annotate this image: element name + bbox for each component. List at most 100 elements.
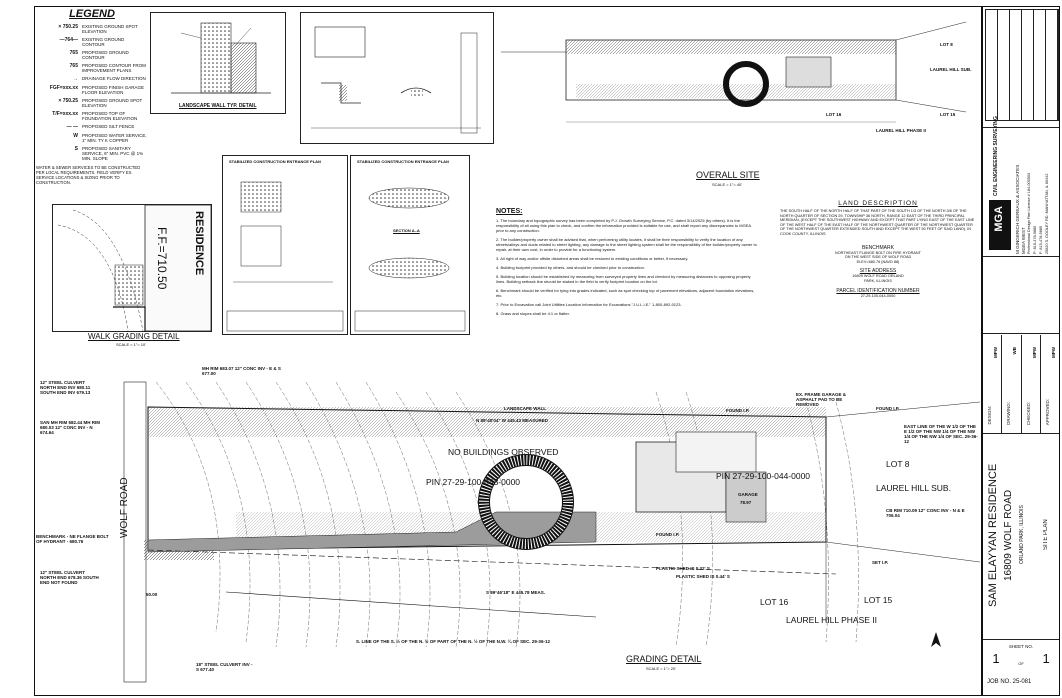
legend-symbol: W: [73, 133, 78, 139]
land-title: LAND DESCRIPTION: [838, 200, 918, 207]
legend-text: PROPOSED SILT FENCE: [82, 124, 135, 129]
legend-text: PROPOSED SANITARY SERVICE, 6" MIN. PVC @…: [82, 146, 144, 161]
culvert-2: 12" STEEL CULVERT NORTH END 678.36 SOUTH…: [40, 570, 99, 585]
benchmark-title: BENCHMARK: [862, 244, 894, 251]
section-a-label: SECTION A–A: [393, 228, 420, 233]
parcel-text: 27-29-100-044-0000: [860, 293, 896, 298]
legend-symbol: —764—: [59, 37, 78, 43]
firm-block: MGA CIVIL ENGINEERING SURVEYING M GINGER…: [983, 116, 1059, 257]
ex-frame-garage: EX. FRAME GARAGE & ASPHALT PAD TO BE REM…: [796, 392, 847, 407]
legend-text: PROPOSED FINISH GARAGE FLOOR ELEVATION: [82, 85, 145, 95]
sheet-no-value: 1: [992, 651, 1000, 666]
entrance-plan-1-title: STABILIZED CONSTRUCTION ENTRANCE PLAN: [229, 159, 321, 164]
notes-panel: NOTES: 1. The boundary and topographic s…: [496, 208, 766, 358]
curb-details-panel: [300, 12, 494, 144]
grading-lot8: LOT 8: [886, 459, 910, 469]
legend-text: DRAINAGE FLOW DIRECTION: [82, 76, 146, 81]
set-ip: SET I.P.: [872, 560, 889, 565]
firm-type: CIVIL ENGINEERING SURVEYING: [993, 116, 999, 196]
note-item: 8. Grass and slopes shall be 4:1 or flat…: [496, 311, 570, 316]
legend-text: EXISTING GROUND CONTOUR: [82, 37, 125, 47]
walk-grading-scale: SCALE = 1"= 10': [116, 342, 146, 347]
legend-text: PROPOSED WATER SERVICE, 1" MIN. TY K COP…: [82, 133, 147, 143]
note-item: 4. Building footprint provided by others…: [496, 265, 645, 270]
legend-symbol: T/F=xxx.xx: [52, 111, 78, 117]
sheet-border: [34, 6, 982, 696]
legend-item: — — PROPOSED SILT FENCE: [36, 124, 148, 130]
walk-residence-label: RESIDENCE: [193, 211, 205, 276]
overall-site-scale: SCALE = 1"= 40': [712, 182, 742, 187]
grading-laurel-ii: LAUREL HILL PHASE II: [786, 615, 878, 625]
parcel-title: PARCEL IDENTIFICATION NUMBER: [836, 287, 920, 294]
landscape-wall-drawing: [171, 22, 271, 94]
revisions-grid: [985, 9, 1059, 121]
project-address: 16809 WOLF ROAD: [1003, 489, 1014, 581]
sheet-total-value: 1: [1042, 651, 1050, 666]
signoff-block: DESIGN: MPW DRAWING: WB CHECKED: MPW APP…: [983, 335, 1059, 434]
site-address-title: SITE ADDRESS: [859, 268, 897, 275]
walk-grading-drawing: [57, 204, 212, 332]
dim-50: 50.00: [146, 592, 158, 597]
legend-text: PROPOSED CONTOUR FROM IMPROVEMENT PLANS: [82, 63, 146, 73]
pin-1: PIN 27-29-100-043-0000: [426, 477, 521, 487]
no-buildings: NO BUILDINGS OBSERVED: [448, 447, 559, 457]
legend-text: PROPOSED GROUND CONTOUR: [82, 50, 129, 60]
benchmark-text: NORTHEAST FLANGE BOLT ON FIRE HYDRANT ON…: [834, 250, 921, 264]
legend-item: S PROPOSED SANITARY SERVICE, 6" MIN. PVC …: [36, 146, 148, 161]
garage-label: GARAGE: [738, 492, 758, 497]
note-item: 3. All right of way and/or offsite distu…: [496, 256, 689, 261]
entrance-plan-1: STABILIZED CONSTRUCTION ENTRANCE PLAN: [222, 155, 348, 335]
legend-symbol: S: [74, 146, 78, 152]
elev-label: 78.97: [740, 500, 752, 505]
site-address-text: 16809 WOLF ROAD ORLAND PARK, ILLINOIS: [852, 274, 904, 283]
grading-detail-plan: PIN 27-29-100-043-0000 PIN 27-29-100-044…: [36, 362, 981, 692]
wolf-road: WOLF ROAD: [119, 477, 130, 538]
entrance-plan-1-drawing: [226, 181, 344, 332]
legend-symbol: — —: [66, 124, 78, 130]
culvert-1: 12" STEEL CULVERT NORTH END INV 680.11 S…: [40, 380, 91, 395]
overall-laurel-sub: LAUREL HILL SUB.: [930, 67, 972, 72]
legend-item: W PROPOSED WATER SERVICE, 1" MIN. TY K CO…: [36, 133, 148, 143]
title-block: MGA CIVIL ENGINEERING SURVEYING M GINGER…: [982, 6, 1060, 696]
walk-grading-detail: F.F.=710.50 RESIDENCE: [52, 204, 212, 332]
overall-lot16: LOT 16: [826, 112, 842, 117]
land-text: THE SOUTH HALF OF THE NORTH HALF OF THAT…: [780, 209, 975, 236]
note-item: 1. The boundary and topographic survey h…: [496, 218, 751, 233]
grading-lot16: LOT 16: [760, 597, 789, 607]
legend-symbol: 765: [69, 50, 78, 56]
legend-item: 765 PROPOSED GROUND CONTOUR: [36, 50, 148, 60]
found-ip-1: FOUND I.P.: [726, 408, 750, 413]
grading-drawing: [123, 381, 981, 683]
overall-laurel-ii: LAUREL HILL PHASE II: [876, 128, 926, 133]
approved-cell: APPROVED: MPW: [1044, 347, 1056, 425]
san-mh: SAN MH RIM 682.44 MH RIM 680.03 12" CONC…: [40, 420, 101, 435]
note-item: 2. The builder/property owner shall be a…: [496, 237, 757, 252]
project-city: ORLAND PARK, ILLINOIS: [1019, 505, 1025, 565]
curb-details-drawing: [311, 26, 481, 134]
landscape-wall-title: LANDSCAPE WALL TYP. DETAIL: [179, 103, 257, 109]
checked-cell: CHECKED: MPW: [1022, 335, 1041, 433]
legend-symbol: × 750.25: [58, 24, 78, 30]
sheet-number-block: SHEET NO. 1 OF 1: [983, 641, 1059, 675]
firm-fax: F: 815-478-9685: [1039, 225, 1043, 254]
job-number: JOB NO. 25-081: [987, 679, 1032, 685]
sheet-title: SITE PLAN: [1043, 519, 1049, 551]
landscape-wall-detail: LANDSCAPE WALL TYP. DETAIL: [150, 12, 286, 114]
walk-ff-label: F.F.=710.50: [155, 227, 169, 290]
found-ip-3: FOUND I.P.: [656, 532, 680, 537]
overall-site-plan: LOT 8 LAUREL HILL SUB. LOT 16 LOT 15 LAU…: [496, 12, 976, 147]
firm-license: Professional Design Firm License # 184-0…: [1027, 172, 1031, 254]
overall-site-title: OVERALL SITE: [696, 170, 760, 180]
project-name: SAM ELAYYAN RESIDENCE: [987, 463, 999, 607]
overall-lot8: LOT 8: [940, 42, 953, 47]
grading-title: GRADING DETAIL: [626, 654, 702, 664]
grading-scale: SCALE = 1"= 20': [646, 666, 676, 671]
legend-item: —764— EXISTING GROUND CONTOUR: [36, 37, 148, 47]
drawing-cell: DRAWING: WB: [1002, 335, 1022, 433]
project-block: SAM ELAYYAN RESIDENCE 16809 WOLF ROAD OR…: [983, 435, 1059, 640]
